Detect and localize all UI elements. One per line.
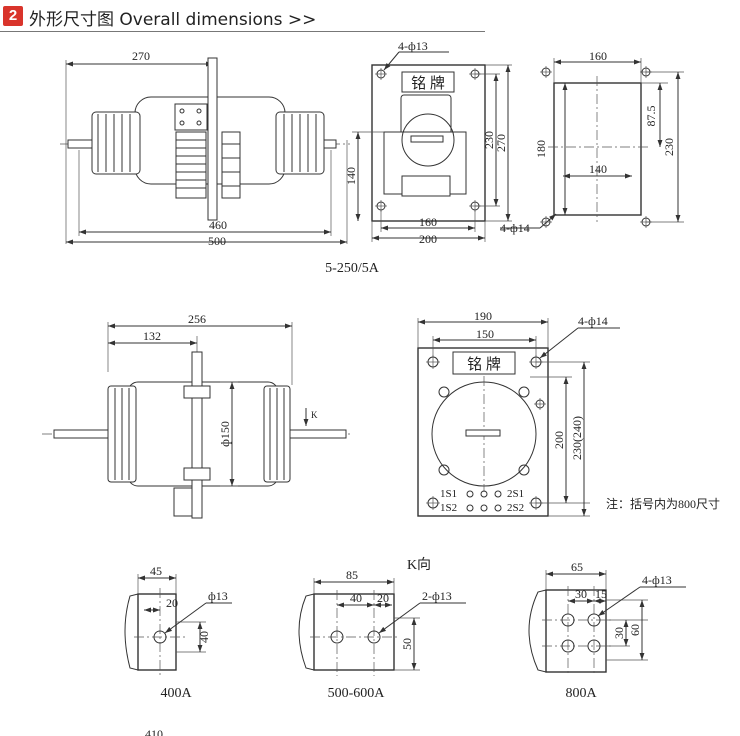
caption-250a: 5-250/5A — [325, 261, 380, 276]
base-dim-230: 230 — [662, 138, 676, 156]
front-dim-200: 200 — [419, 232, 437, 246]
front-dim-270: 270 — [494, 134, 508, 152]
d400-dim-20: 20 — [166, 596, 178, 610]
view-front-large: 铭 牌 1S1 2S1 1S2 2S2 190 150 4-ф14 200 23… — [417, 309, 720, 517]
section-title: 外形尺寸图 Overall dimensions >> — [29, 10, 317, 30]
base-dim-160: 160 — [589, 49, 607, 63]
dim-270: 270 — [132, 49, 150, 63]
d500-dim-50: 50 — [400, 638, 414, 650]
dim-500: 500 — [208, 234, 226, 248]
side-dim-dia150: ф150 — [218, 421, 232, 447]
terminal-2s2: 2S2 — [507, 502, 524, 514]
d500-dim-20: 20 — [377, 591, 389, 605]
side-dim-132: 132 — [143, 329, 161, 343]
d800-dim-v60: 60 — [628, 624, 642, 636]
view-250a-side: 270 460 500 5-250/5A — [60, 49, 380, 276]
right-bushing — [275, 111, 325, 175]
left-bushing — [91, 111, 141, 175]
side-dim-256: 256 — [188, 312, 206, 326]
dim-460: 460 — [209, 218, 227, 232]
view-250a-base: 160 140 180 87.5 230 4-ф14 — [500, 49, 684, 235]
fl-dim-200: 200 — [552, 431, 566, 449]
caption-400a: 400A — [160, 686, 192, 701]
d500-dim-85: 85 — [346, 568, 358, 582]
d800-holes: 4-ф13 — [642, 573, 672, 587]
view-250a-front: 4-ф13 铭 牌 160 200 140 230 270 — [344, 39, 512, 246]
caption-500-600a: 500-600A — [328, 686, 386, 701]
cutoff-dim-410: 410 — [145, 727, 163, 736]
note-800-dimensions: 注：括号内为800尺寸 — [606, 496, 720, 511]
d400-dim-40: 40 — [197, 631, 211, 643]
k-view-title: K向 — [407, 557, 431, 573]
section-number-badge: 2 — [3, 6, 23, 26]
terminal-2s1: 2S1 — [507, 488, 524, 500]
detail-500-600a: 85 40 20 50 2-ф13 500-600A — [298, 568, 466, 701]
front-dim-160: 160 — [419, 215, 437, 229]
d500-dim-40: 40 — [350, 591, 362, 605]
base-dim-87-5: 87.5 — [644, 106, 658, 127]
d400-dim-45: 45 — [150, 564, 162, 578]
d500-holes: 2-ф13 — [422, 589, 452, 603]
fl-holes-label: 4-ф14 — [578, 314, 608, 328]
nameplate-label-large: 铭 牌 — [467, 356, 501, 373]
header-rule — [0, 31, 485, 32]
base-dim-140: 140 — [589, 162, 607, 176]
section-header: 2 外形尺寸图 Overall dimensions >> — [0, 0, 485, 32]
base-holes-label: 4-ф14 — [500, 221, 530, 235]
d800-dim-15: 15 — [595, 587, 607, 601]
d800-dim-v30: 30 — [612, 627, 626, 639]
fl-dim-190: 190 — [474, 309, 492, 323]
d400-hole: ф13 — [208, 589, 228, 603]
fl-dim-150: 150 — [476, 327, 494, 341]
base-dim-180: 180 — [534, 140, 548, 158]
view-side-large: 256 132 ф150 K — [42, 312, 350, 519]
d800-dim-30: 30 — [575, 587, 587, 601]
front-holes-label: 4-ф13 — [398, 39, 428, 53]
terminal-1s1: 1S1 — [440, 488, 457, 500]
caption-800a: 800A — [565, 686, 597, 701]
front-dim-140: 140 — [344, 167, 358, 185]
d800-dim-65: 65 — [571, 560, 583, 574]
nameplate-label: 铭 牌 — [411, 75, 445, 92]
detail-400a: 45 20 40 ф13 400A — [124, 564, 232, 701]
fl-dim-230-240: 230(240) — [570, 416, 584, 460]
k-marker: K — [311, 410, 318, 420]
terminal-1s2: 1S2 — [440, 502, 457, 514]
detail-800a: 65 30 15 30 60 4-ф13 800A — [528, 560, 686, 701]
front-dim-230: 230 — [482, 131, 496, 149]
